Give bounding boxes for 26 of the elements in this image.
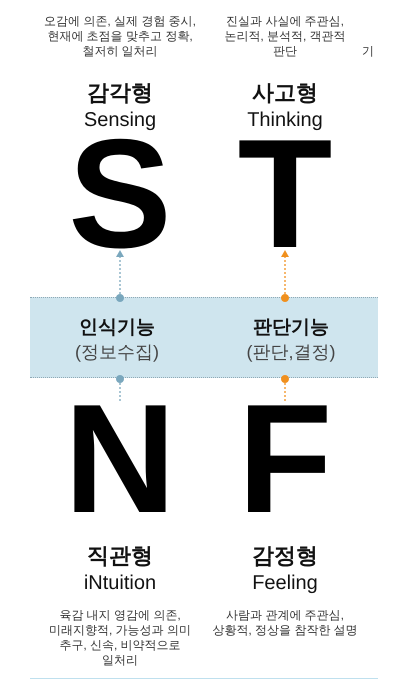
function-title: 인식기능 — [78, 316, 156, 340]
type-subtitle: Feeling — [251, 571, 319, 595]
big-letter: N — [60, 403, 180, 515]
big-letter: T — [225, 138, 345, 250]
type-title: 직관형 — [86, 543, 154, 569]
function-subtitle: (판단,결정) — [246, 341, 336, 364]
function-subtitle: (정보수집) — [74, 341, 160, 364]
type-subtitle: Sensing — [82, 108, 158, 132]
big-letter: F — [225, 403, 345, 515]
description-text: 사람과 관계에 주관심, 상황적, 정상을 참작한 설명 — [211, 608, 359, 638]
description-text: 육감 내지 영감에 의존, 미래지향적, 가능성과 의미 추구, 신속, 비약적으로 일처리 — [48, 608, 192, 668]
dotted-arrow — [116, 250, 124, 302]
dotted-arrow — [281, 250, 289, 302]
type-subtitle: iNtuition — [82, 571, 158, 595]
function-title: 판단기능 — [252, 316, 330, 340]
description-text: 오감에 의존, 실제 경험 중시, 현재에 초점을 맞추고 정확, 철저히 일처리 — [42, 14, 197, 59]
type-title: 사고형 — [251, 80, 319, 106]
cut-off-text: 기 — [362, 44, 374, 59]
type-title: 감정형 — [251, 543, 319, 569]
type-title: 감각형 — [86, 80, 154, 106]
big-letter: S — [60, 138, 180, 250]
type-subtitle: Thinking — [246, 108, 324, 132]
dotted-line — [281, 375, 289, 403]
description-text: 진실과 사실에 주관심, 논리적, 분석적, 객관적 판단 — [223, 14, 347, 59]
dotted-line — [116, 375, 124, 403]
function-band — [30, 297, 378, 378]
